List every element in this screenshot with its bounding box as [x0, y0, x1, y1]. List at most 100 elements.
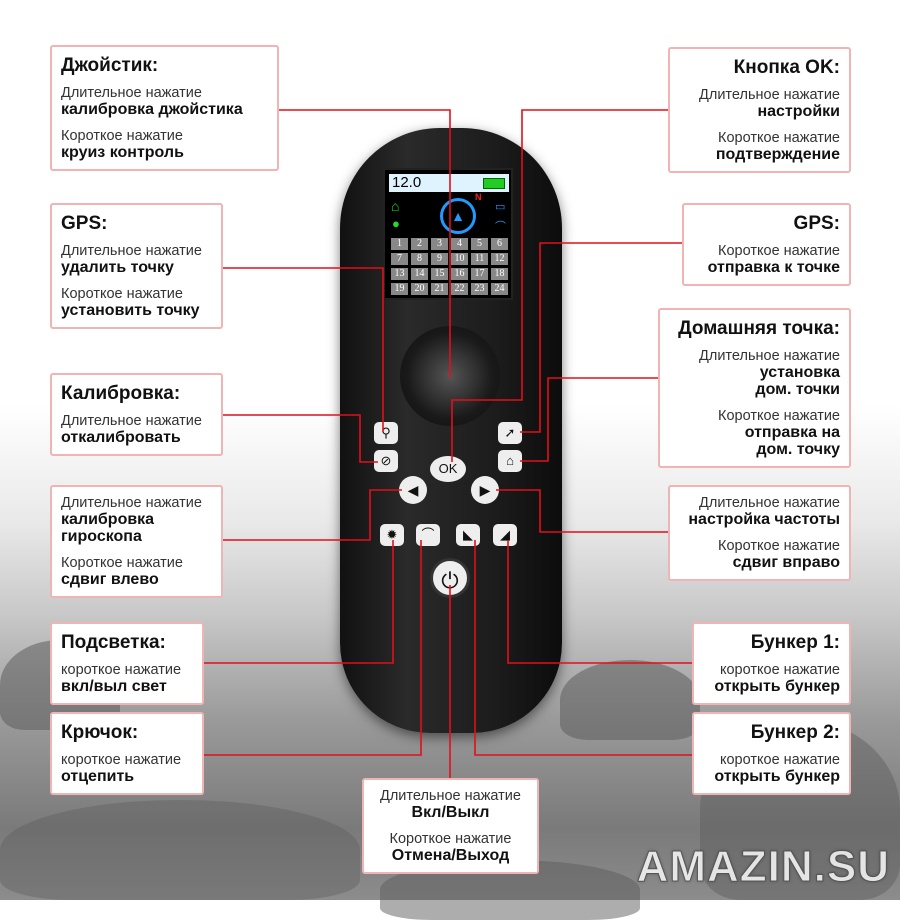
line-light: [203, 540, 394, 664]
compass-north: N: [475, 192, 482, 202]
long-action: настройки: [757, 103, 840, 120]
short-action: круиз контроль: [61, 144, 184, 161]
calibration-button[interactable]: ⊘: [374, 450, 398, 472]
gps-send-button[interactable]: ➚: [498, 422, 522, 444]
point-cell: 4: [451, 238, 468, 250]
bunker-icon: ◣: [463, 527, 473, 542]
short-action: подтверждение: [715, 146, 840, 163]
point-cell: 18: [491, 268, 508, 280]
long-action: удалить точку: [61, 259, 174, 276]
short-action: сдвиг вправо: [732, 554, 840, 571]
short-label: Короткое нажатие: [718, 243, 840, 259]
short-label: Короткое нажатие: [61, 286, 183, 302]
compass-icon: ⊘: [380, 453, 392, 468]
line-home: [520, 377, 658, 462]
home-icon: ⌂: [391, 198, 400, 214]
point-cell: 24: [491, 283, 508, 295]
box-title: Бункер 2:: [750, 722, 840, 743]
hook-icon: ⌒: [421, 527, 435, 542]
bunker-icon: ◢: [500, 527, 510, 542]
short-action: открыть бункер: [714, 678, 840, 695]
line-ok: [451, 109, 668, 462]
line-gps-right: [520, 242, 682, 433]
gps-left-box: GPS: Длительное нажатие удалить точку Ко…: [50, 203, 223, 329]
short-action: вкл/выл свет: [61, 678, 167, 695]
long-label: Длительное нажатие: [699, 87, 840, 103]
short-action: отправка к точке: [707, 259, 840, 276]
point-cell: 1: [391, 238, 408, 250]
home-box: Домашняя точка: Длительное нажатие устан…: [658, 308, 851, 468]
home-button[interactable]: ⌂: [498, 450, 522, 472]
long-action: установка дом. точки: [755, 364, 840, 398]
short-action: Отмена/Выход: [391, 847, 510, 864]
short-label: Короткое нажатие: [718, 538, 840, 554]
frequency-box: Длительное нажатие настройка частоты Кор…: [668, 485, 851, 581]
short-label: Короткое нажатие: [718, 408, 840, 424]
point-cell: 16: [451, 268, 468, 280]
calibration-box: Калибровка: Длительное нажатие откалибро…: [50, 373, 223, 456]
point-cell: 20: [411, 283, 428, 295]
box-title: Джойстик:: [61, 55, 159, 76]
box-title: Кнопка OK:: [733, 57, 840, 78]
long-label: Длительное нажатие: [61, 495, 202, 511]
box-title: Подсветка:: [61, 632, 166, 653]
watermark: AMAZIN.SU: [636, 842, 890, 892]
hook-box: Крючок: короткое нажатие отцепить: [50, 712, 204, 795]
long-label: Длительное нажатие: [699, 495, 840, 511]
bunker2-button[interactable]: ◢: [493, 524, 517, 546]
point-cell: 12: [491, 253, 508, 265]
light-box: Подсветка: короткое нажатие вкл/выл свет: [50, 622, 204, 705]
short-action: отцепить: [61, 768, 135, 785]
send-to-point-icon: ➚: [504, 425, 516, 440]
long-action: калибровка джойстика: [61, 101, 243, 118]
line-joystick: [278, 109, 451, 378]
right-button[interactable]: ▶: [471, 476, 499, 504]
point-cell: 14: [411, 268, 428, 280]
long-label: Длительное нажатие: [61, 413, 202, 429]
location-pin-icon: ●: [392, 216, 400, 231]
box-title: GPS:: [793, 213, 840, 234]
point-cell: 3: [431, 238, 448, 250]
line-gps-left: [222, 267, 384, 432]
long-label: Длительное нажатие: [61, 85, 202, 101]
voltage-readout: 12.0: [389, 174, 509, 192]
compass-icon: ▲: [440, 198, 476, 234]
gyro-box: Длительное нажатие калибровка гироскопа …: [50, 485, 223, 598]
light-button[interactable]: ✹: [380, 524, 404, 546]
point-cell: 22: [451, 283, 468, 295]
line-gyro: [222, 489, 402, 541]
point-cell: 11: [471, 253, 488, 265]
point-cell: 9: [431, 253, 448, 265]
battery-icon: [483, 178, 505, 189]
long-action: калибровка гироскопа: [61, 511, 155, 545]
box-title: Крючок:: [61, 722, 139, 743]
point-cell: 10: [451, 253, 468, 265]
box-title: GPS:: [61, 213, 108, 234]
line-bunker1: [507, 540, 692, 664]
point-cell: 15: [431, 268, 448, 280]
short-label: короткое нажатие: [719, 752, 840, 768]
point-cell: 21: [431, 283, 448, 295]
point-cell: 8: [411, 253, 428, 265]
point-cell: 2: [411, 238, 428, 250]
left-button[interactable]: ◀: [399, 476, 427, 504]
power-icon: ⏻: [441, 568, 459, 593]
joystick-box: Джойстик: Длительное нажатие калибровка …: [50, 45, 279, 171]
long-label: Длительное нажатие: [61, 243, 202, 259]
line-frequency: [496, 489, 668, 533]
bunker1-button[interactable]: ◣: [456, 524, 480, 546]
box-title: Бункер 1:: [750, 632, 840, 653]
short-action: отправка на дом. точку: [744, 424, 840, 458]
point-cell: 13: [391, 268, 408, 280]
short-label: короткое нажатие: [61, 662, 182, 678]
hook-icon: ⌒: [495, 221, 506, 233]
ok-button[interactable]: OK: [430, 456, 466, 482]
gps-set-button[interactable]: ⚲: [374, 422, 398, 444]
long-label: Длительное нажатие: [380, 788, 521, 804]
line-hook: [203, 540, 422, 756]
short-label: короткое нажатие: [719, 662, 840, 678]
short-action: открыть бункер: [714, 768, 840, 785]
hook-button[interactable]: ⌒: [416, 524, 440, 546]
line-bunker2: [474, 540, 692, 756]
arrow-left-icon: ◀: [407, 482, 419, 498]
